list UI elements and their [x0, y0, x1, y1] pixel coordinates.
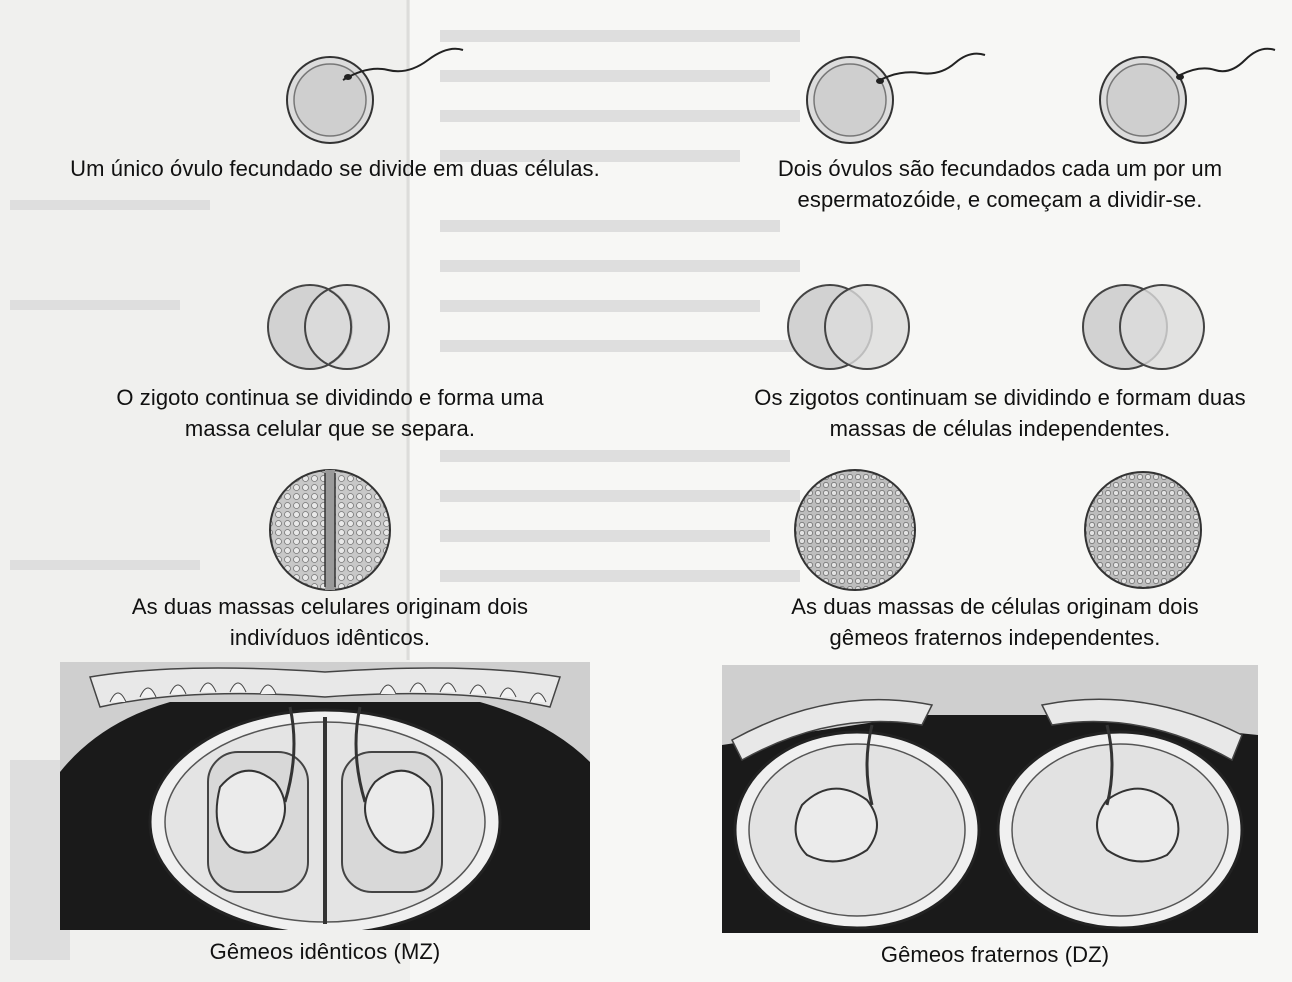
identical-twins-uterus-illustration	[60, 662, 590, 930]
dz-step1-caption: Dois óvulos são fecundados cada um por u…	[730, 153, 1270, 215]
two-cell-zygote-mz	[265, 275, 395, 380]
split-cell-mass-mz	[265, 465, 395, 595]
dz-twins-label: Gêmeos fraternos (DZ)	[830, 939, 1160, 970]
two-cell-zygote-dz-2	[1080, 275, 1210, 380]
mz-step1-caption: Um único óvulo fecundado se divide em du…	[30, 153, 640, 184]
mz-twins-label: Gêmeos idênticos (MZ)	[160, 936, 490, 967]
two-cell-zygote-dz-1	[785, 275, 915, 380]
dz-step3-caption: As duas massas de células originam dois …	[735, 591, 1255, 653]
mz-step2-caption: O zigoto continua se dividindo e forma u…	[55, 382, 605, 444]
fraternal-twins-uterus-illustration	[722, 665, 1258, 933]
dz-step2-caption: Os zigotos continuam se dividindo e form…	[710, 382, 1290, 444]
mz-step3-caption: As duas massas celulares originam dois i…	[80, 591, 580, 653]
cell-mass-dz-1	[790, 465, 920, 595]
ovum-with-sperm-1	[790, 35, 1000, 155]
single-ovum-fertilized	[268, 35, 478, 155]
ovum-with-sperm-2	[1085, 35, 1285, 155]
cell-mass-dz-2	[1080, 465, 1210, 595]
